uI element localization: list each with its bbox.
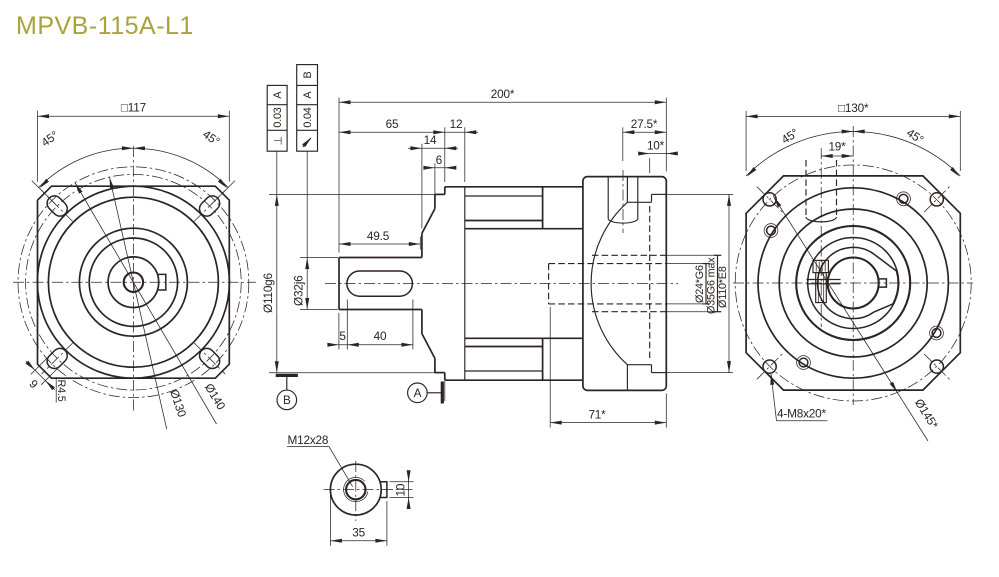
dim-shaft-step-length: 49.5 <box>367 229 390 243</box>
dim-key-width: 10 <box>393 483 407 496</box>
fcf-runout: B A 0.04 <box>296 64 319 152</box>
fcf2-datum1: A <box>302 91 314 99</box>
rear-angle-left-label: 45° <box>779 125 801 146</box>
front-angle-left-label: 45° <box>39 128 62 150</box>
front-slot-radius-label: R4.5 <box>55 380 67 402</box>
front-view: 45° 45° □117 9 R4.5 Ø130 Ø140 <box>13 101 256 430</box>
dim-pilot-dia: Ø110g6 <box>261 272 275 313</box>
dim-input-bore-max: Ø35G6 max <box>706 257 718 314</box>
fcf1-datum: A <box>272 91 284 99</box>
side-housing <box>464 186 583 381</box>
rear-bolt-circle-label: Ø145* <box>912 396 941 431</box>
detail-keyway <box>380 480 388 499</box>
dim-pilot-length: 6 <box>436 153 443 167</box>
rear-clamp-screw <box>806 148 841 327</box>
dim-width-over-key: 35 <box>352 526 365 540</box>
dim-shaft-length: 65 <box>386 117 399 131</box>
datum-b-label: B <box>283 393 291 407</box>
dim-screw-offset: 19* <box>828 139 846 153</box>
side-rear-flange <box>548 170 668 392</box>
dim-recess-depth: 10* <box>647 139 665 153</box>
dim-rear-section-length: 71* <box>588 407 606 421</box>
rear-clamp-hub <box>816 246 899 320</box>
dim-key-length: 40 <box>374 329 387 343</box>
side-front-flange <box>434 185 583 382</box>
rear-angle-arc <box>745 131 961 177</box>
dim-input-bore: Ø24*G6 <box>694 265 706 303</box>
front-flange-outline <box>36 185 231 380</box>
datum-a-label: A <box>414 386 422 400</box>
rear-tapped-holes <box>762 192 945 374</box>
shaft-detail-view: 35 10 M12x28 <box>287 433 415 546</box>
detail-tapped-hole <box>345 478 367 501</box>
dim-plate-thickness: 12 <box>450 117 463 131</box>
front-shaft-circle <box>107 256 160 309</box>
drawing-title: MPVB-115A-L1 <box>16 12 194 40</box>
rear-input-bore <box>826 256 880 310</box>
side-output-shaft <box>338 208 436 359</box>
rear-view: □130* 45° 45° 19* 4-M8x20* Ø145* <box>733 101 973 442</box>
front-outer-circle <box>17 166 250 398</box>
front-size-label: □117 <box>121 101 146 115</box>
front-outer-dia-label: Ø140 <box>202 381 229 413</box>
side-dimensions: 200* 65 12 14 6 49.5 <box>261 87 733 428</box>
datum-a-symbol: A <box>407 381 446 404</box>
fcf2-datum2: B <box>302 71 314 78</box>
rear-flange-outline <box>745 175 962 391</box>
rear-tapped-holes-label: 4-M8x20* <box>777 407 826 421</box>
dim-overall-length: 200* <box>491 87 515 101</box>
fcf1-symbol perpendicularity-icon: ⊥ <box>272 136 285 145</box>
fcf2-tolerance: 0.04 <box>302 107 314 127</box>
front-bolt-circle <box>25 174 242 391</box>
detail-shaft-circle <box>329 463 383 516</box>
side-view: 200* 65 12 14 6 49.5 <box>261 64 733 428</box>
dim-shaft-dia: Ø32j6 <box>292 275 306 306</box>
detail-thread-callout: M12x28 <box>288 433 329 447</box>
rear-bolt-circle <box>734 164 972 402</box>
dim-hole-offset: 27.5* <box>631 117 658 131</box>
dim-input-pilot: Ø110*E8 <box>717 266 729 308</box>
fcf1-tolerance: 0.03 <box>272 107 284 127</box>
front-slot-width-label: 9 <box>26 377 40 391</box>
runout-symbol-icon <box>302 135 313 148</box>
front-bolt-circle-label: Ø130 <box>167 388 189 420</box>
datum-b-symbol: B <box>275 373 298 411</box>
front-keyway <box>157 273 167 291</box>
rear-size-label: □130* <box>838 101 869 115</box>
front-angle-arc <box>38 147 229 188</box>
front-angle-right-label: 45° <box>200 127 223 149</box>
rear-bore-keyway <box>877 278 888 288</box>
dim-key-offset: 5 <box>339 329 346 343</box>
front-tapped-hole <box>122 271 145 293</box>
fcf-perpendicularity: A 0.03 ⊥ <box>266 84 288 152</box>
rear-through-holes <box>763 191 944 370</box>
rear-angle-right-label: 45° <box>904 126 926 147</box>
side-keyway-slot <box>346 270 414 297</box>
dim-shoulder-to-face: 14 <box>424 133 437 147</box>
